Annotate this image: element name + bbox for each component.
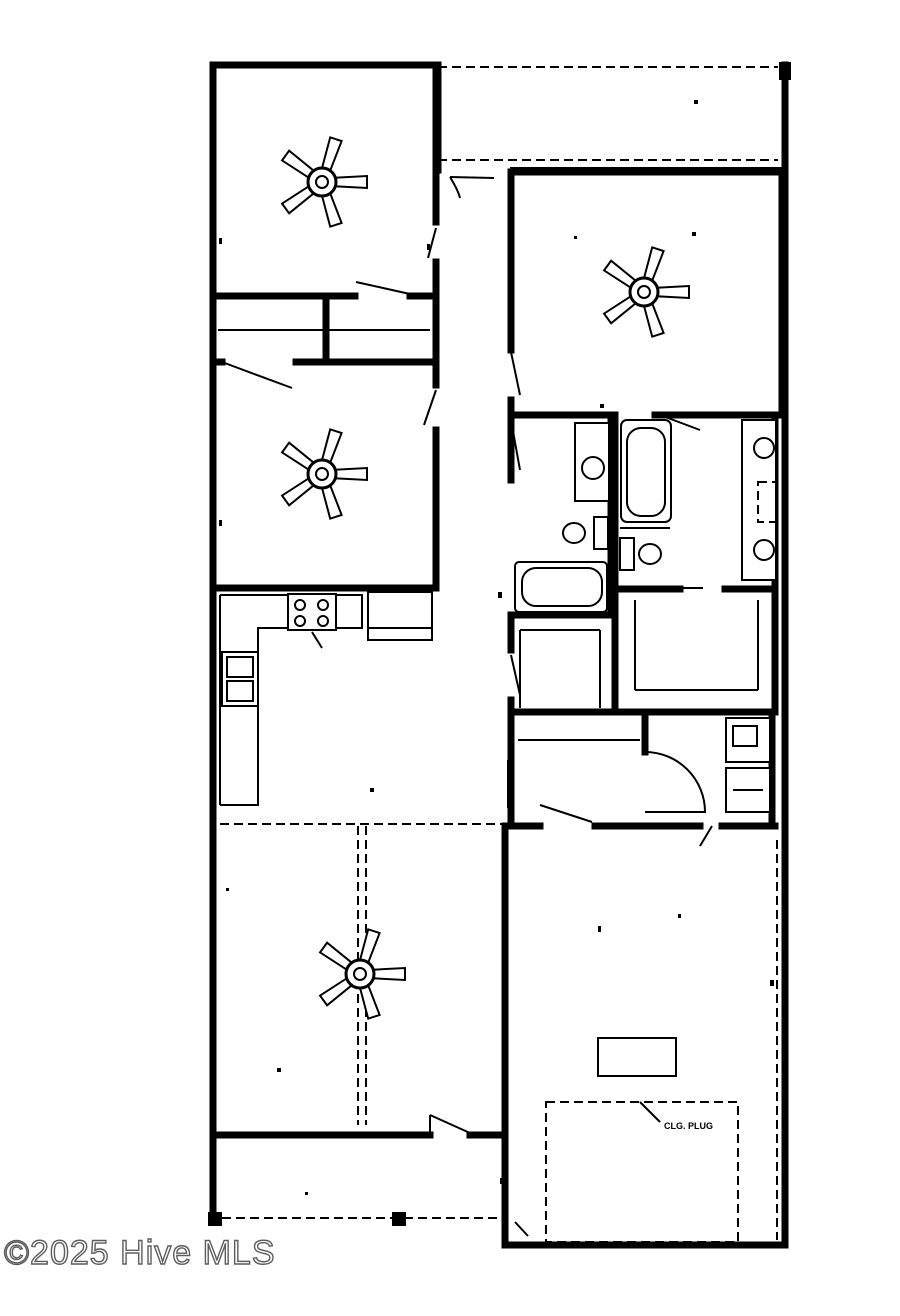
front-porch [438, 66, 785, 169]
washer-icon [725, 717, 771, 763]
sink-icon [574, 422, 610, 502]
range-icon [287, 593, 337, 649]
back-patio [212, 1140, 500, 1222]
ceiling-fan-icon [280, 428, 368, 520]
closets [209, 292, 440, 389]
living-room [209, 823, 509, 1139]
copyright-watermark: ©2025 Hive MLS [3, 1233, 276, 1272]
toilet-icon [562, 516, 609, 550]
sink-icon [741, 419, 777, 581]
bedroom-top-left [209, 61, 440, 300]
garage-note-label: CLG. PLUG [664, 1121, 713, 1131]
exterior-walls [208, 61, 791, 1249]
ceiling-fan-icon [318, 928, 406, 1020]
bedroom-top-right [449, 168, 789, 431]
ceiling-fan-icon [280, 136, 368, 228]
toilet-icon [619, 537, 662, 571]
laundry [507, 708, 779, 847]
outlet-marks [219, 100, 774, 1195]
bedroom-mid-left [209, 358, 440, 592]
sink-icon [221, 651, 259, 707]
bathtub-icon [620, 419, 672, 523]
garage: CLG. PLUG [501, 822, 778, 1249]
bathtub-icon [514, 561, 608, 613]
ceiling-fan-icon [602, 246, 690, 338]
dryer-icon [725, 767, 771, 813]
